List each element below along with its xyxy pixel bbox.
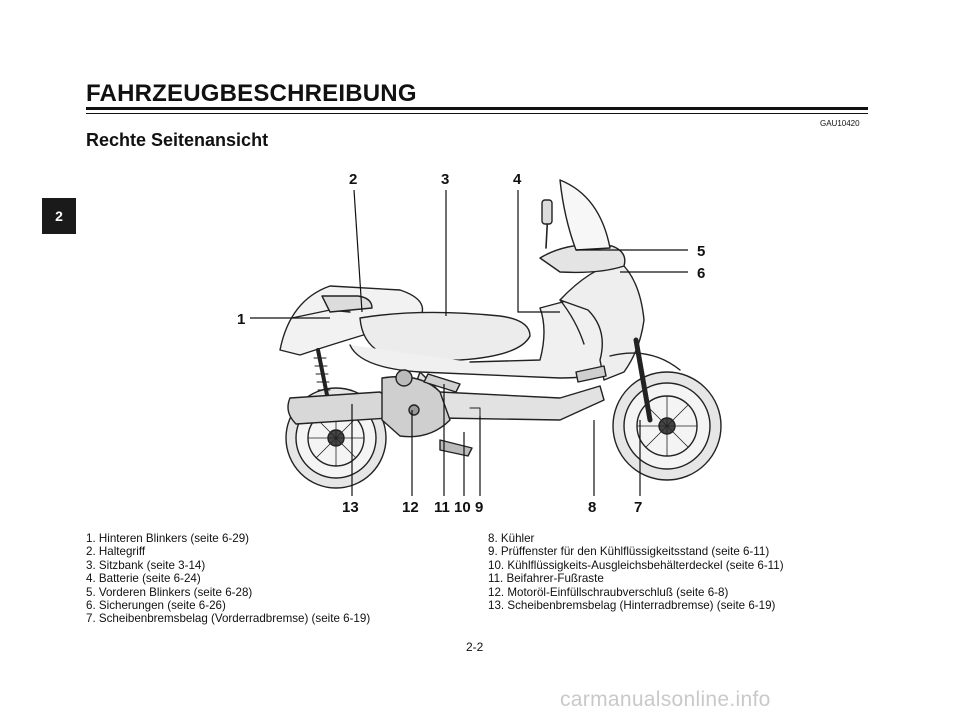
front-wheel bbox=[612, 371, 722, 481]
callout-1: 1 bbox=[237, 311, 245, 328]
legend-item: 3. Sitzbank (seite 3-14) bbox=[86, 558, 206, 572]
leader-2 bbox=[353, 189, 363, 313]
scooter-diagram: 1 2 3 4 5 6 7 8 9 10 11 12 13 bbox=[237, 171, 722, 516]
legend-left: 1. Hinteren Blinkers (seite 6-29) 2. Hal… bbox=[86, 532, 370, 626]
callout-10: 10 bbox=[454, 499, 471, 516]
document-code: GAU10420 bbox=[820, 119, 860, 128]
watermark: carmanualsonline.info bbox=[560, 688, 771, 711]
chapter-title: FAHRZEUGBESCHREIBUNG bbox=[86, 80, 417, 107]
callout-3: 3 bbox=[441, 171, 449, 188]
callout-2: 2 bbox=[349, 171, 357, 188]
page-number: 2-2 bbox=[466, 640, 484, 654]
legend-right: 8. Kühler 9. Prüffenster für den Kühlflü… bbox=[488, 532, 784, 612]
callout-4: 4 bbox=[513, 171, 522, 188]
section-title: Rechte Seitenansicht bbox=[86, 130, 269, 150]
callout-9: 9 bbox=[475, 499, 483, 516]
legend-item: 1. Hinteren Blinkers (seite 6-29) bbox=[86, 532, 250, 545]
legend-item: 2. Haltegriff bbox=[86, 545, 146, 559]
legend-item: 6. Sicherungen (seite 6-26) bbox=[86, 599, 226, 613]
legend-item: 11. Beifahrer-Fußraste bbox=[488, 572, 604, 586]
legend-item: 13. Scheibenbremsbelag (Hinterradbremse)… bbox=[488, 599, 776, 613]
legend-item: 10. Kühlflüssigkeits-Ausgleichsbehälterd… bbox=[488, 558, 784, 572]
callout-12: 12 bbox=[402, 499, 419, 516]
title-rule-thick bbox=[86, 107, 868, 110]
legend-item: 9. Prüffenster für den Kühlflüssigkeitss… bbox=[488, 545, 770, 559]
callout-7: 7 bbox=[634, 499, 642, 516]
legend-item: 8. Kühler bbox=[488, 532, 535, 545]
callout-11: 11 bbox=[434, 499, 450, 516]
callout-5: 5 bbox=[697, 243, 705, 260]
legend-item: 12. Motoröl-Einfüllschraubverschluß (sei… bbox=[488, 585, 729, 599]
callout-6: 6 bbox=[697, 265, 705, 282]
legend-item: 4. Batterie (seite 6-24) bbox=[86, 572, 201, 586]
title-rule-thin bbox=[86, 113, 868, 114]
legend-item: 5. Vorderen Blinkers (seite 6-28) bbox=[86, 585, 253, 599]
callout-13: 13 bbox=[342, 499, 359, 516]
legend-item: 7. Scheibenbremsbelag (Vorderradbremse) … bbox=[86, 612, 371, 626]
callout-8: 8 bbox=[588, 499, 596, 516]
leader-4 bbox=[517, 190, 560, 313]
chapter-tab: 2 bbox=[42, 198, 76, 234]
